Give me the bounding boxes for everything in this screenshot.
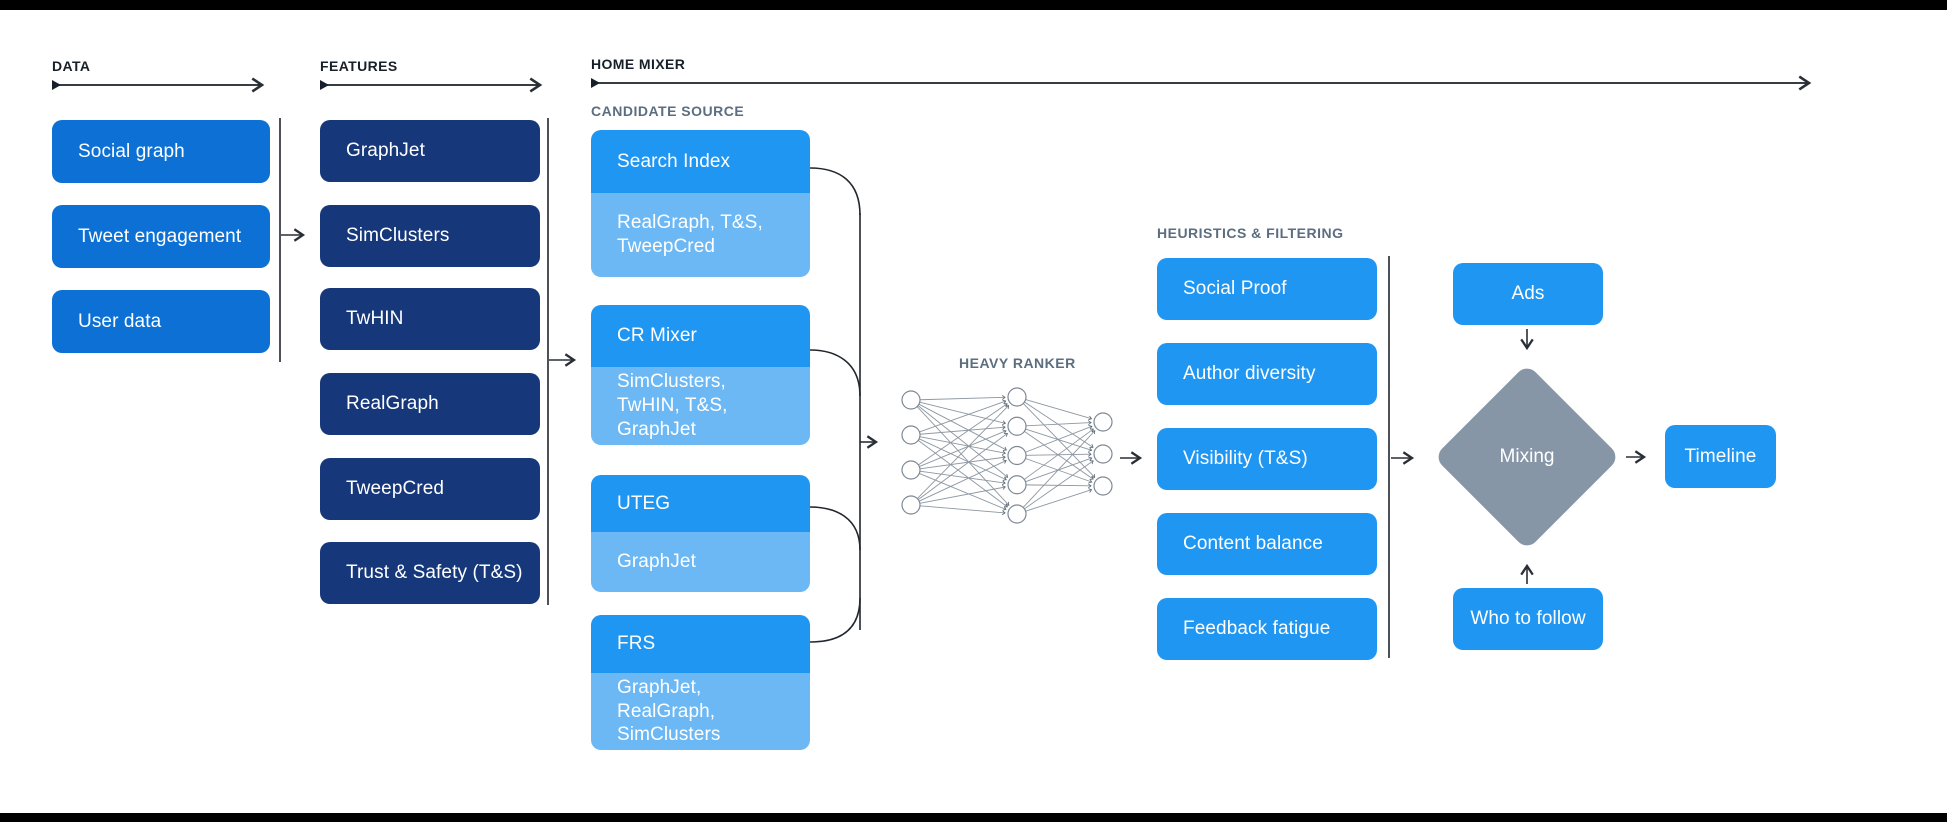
top-letterbox-bar — [0, 0, 1947, 10]
data-box-social-graph: Social graph — [52, 120, 270, 183]
candidate-name: CR Mixer — [591, 305, 810, 367]
candidate-sub-features: GraphJet, RealGraph, SimClusters — [591, 673, 810, 750]
features-rule-start-triangle-icon — [320, 80, 329, 90]
candidate-group-uteg: UTEG GraphJet — [591, 475, 810, 592]
feature-box-twhin: TwHIN — [320, 288, 540, 350]
candidate-name: UTEG — [591, 475, 810, 532]
candidate-name: Search Index — [591, 130, 810, 193]
section-header-data: DATA — [52, 58, 91, 74]
data-box-tweet-engagement: Tweet engagement — [52, 205, 270, 268]
label-heuristics-filtering: HEURISTICS & FILTERING — [1157, 225, 1344, 241]
heuristic-box-visibility: Visibility (T&S) — [1157, 428, 1377, 490]
candidate-group-frs: FRS GraphJet, RealGraph, SimClusters — [591, 615, 810, 750]
candidate-sub-features: RealGraph, T&S, TweepCred — [591, 193, 810, 277]
feature-box-tweepcred: TweepCred — [320, 458, 540, 520]
heuristic-box-author-diversity: Author diversity — [1157, 343, 1377, 405]
candidate-group-search-index: Search Index RealGraph, T&S, TweepCred — [591, 130, 810, 277]
section-header-features: FEATURES — [320, 58, 398, 74]
curve-frs — [809, 597, 861, 643]
ads-box: Ads — [1453, 263, 1603, 325]
label-candidate-source: CANDIDATE SOURCE — [591, 103, 745, 119]
feature-box-graphjet: GraphJet — [320, 120, 540, 182]
candidate-group-cr-mixer: CR Mixer SimClusters, TwHIN, T&S, GraphJ… — [591, 305, 810, 445]
home-mixer-rule-start-triangle-icon — [591, 78, 600, 88]
who-to-follow-box: Who to follow — [1453, 588, 1603, 650]
label-heavy-ranker: HEAVY RANKER — [959, 355, 1076, 371]
heuristic-box-feedback-fatigue: Feedback fatigue — [1157, 598, 1377, 660]
bottom-letterbox-bar — [0, 813, 1947, 822]
data-rule-start-triangle-icon — [52, 80, 61, 90]
curve-uteg — [809, 506, 861, 551]
candidate-name: FRS — [591, 615, 810, 673]
heuristic-box-social-proof: Social Proof — [1157, 258, 1377, 320]
heuristic-box-content-balance: Content balance — [1157, 513, 1377, 575]
candidate-sub-features: GraphJet — [591, 532, 810, 592]
feature-box-trust-safety: Trust & Safety (T&S) — [320, 542, 540, 604]
mixing-diamond-label: Mixing — [1499, 446, 1555, 467]
curve-cr-mixer — [809, 349, 861, 397]
curve-search-index — [809, 167, 861, 216]
feature-box-simclusters: SimClusters — [320, 205, 540, 267]
heavy-ranker-network — [901, 387, 1113, 524]
candidate-sub-features: SimClusters, TwHIN, T&S, GraphJet — [591, 367, 810, 445]
timeline-box: Timeline — [1665, 425, 1776, 488]
data-box-user-data: User data — [52, 290, 270, 353]
section-header-home-mixer: HOME MIXER — [591, 56, 686, 72]
feature-box-realgraph: RealGraph — [320, 373, 540, 435]
